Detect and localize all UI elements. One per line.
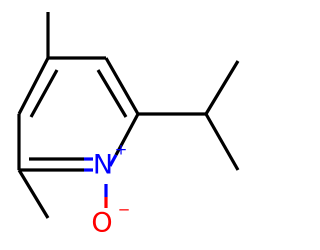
bond-c5-c6-inner — [96, 69, 128, 118]
oxygen-negative-charge: − — [118, 201, 131, 219]
pyridine-n-oxide-structure: N + O − — [17, 12, 240, 239]
bond-n-c6 — [114, 113, 140, 156]
bond-c2-methyl — [17, 169, 50, 219]
bonds — [17, 12, 240, 219]
bond-c4-c3 — [17, 57, 50, 115]
atom-labels: N + O − — [91, 141, 130, 239]
bond-isopropyl-lower-methyl — [204, 113, 240, 171]
oxygen-atom-label: O — [91, 208, 112, 239]
nitrogen-atom-label: N — [93, 150, 113, 181]
bond-c5-c6 — [104, 57, 140, 115]
bond-n-c6-nitrogen-end — [108, 154, 118, 167]
bond-c4-c3-inner — [29, 69, 59, 118]
nitrogen-positive-charge: + — [115, 141, 128, 159]
bond-isopropyl-upper-methyl — [204, 60, 240, 115]
